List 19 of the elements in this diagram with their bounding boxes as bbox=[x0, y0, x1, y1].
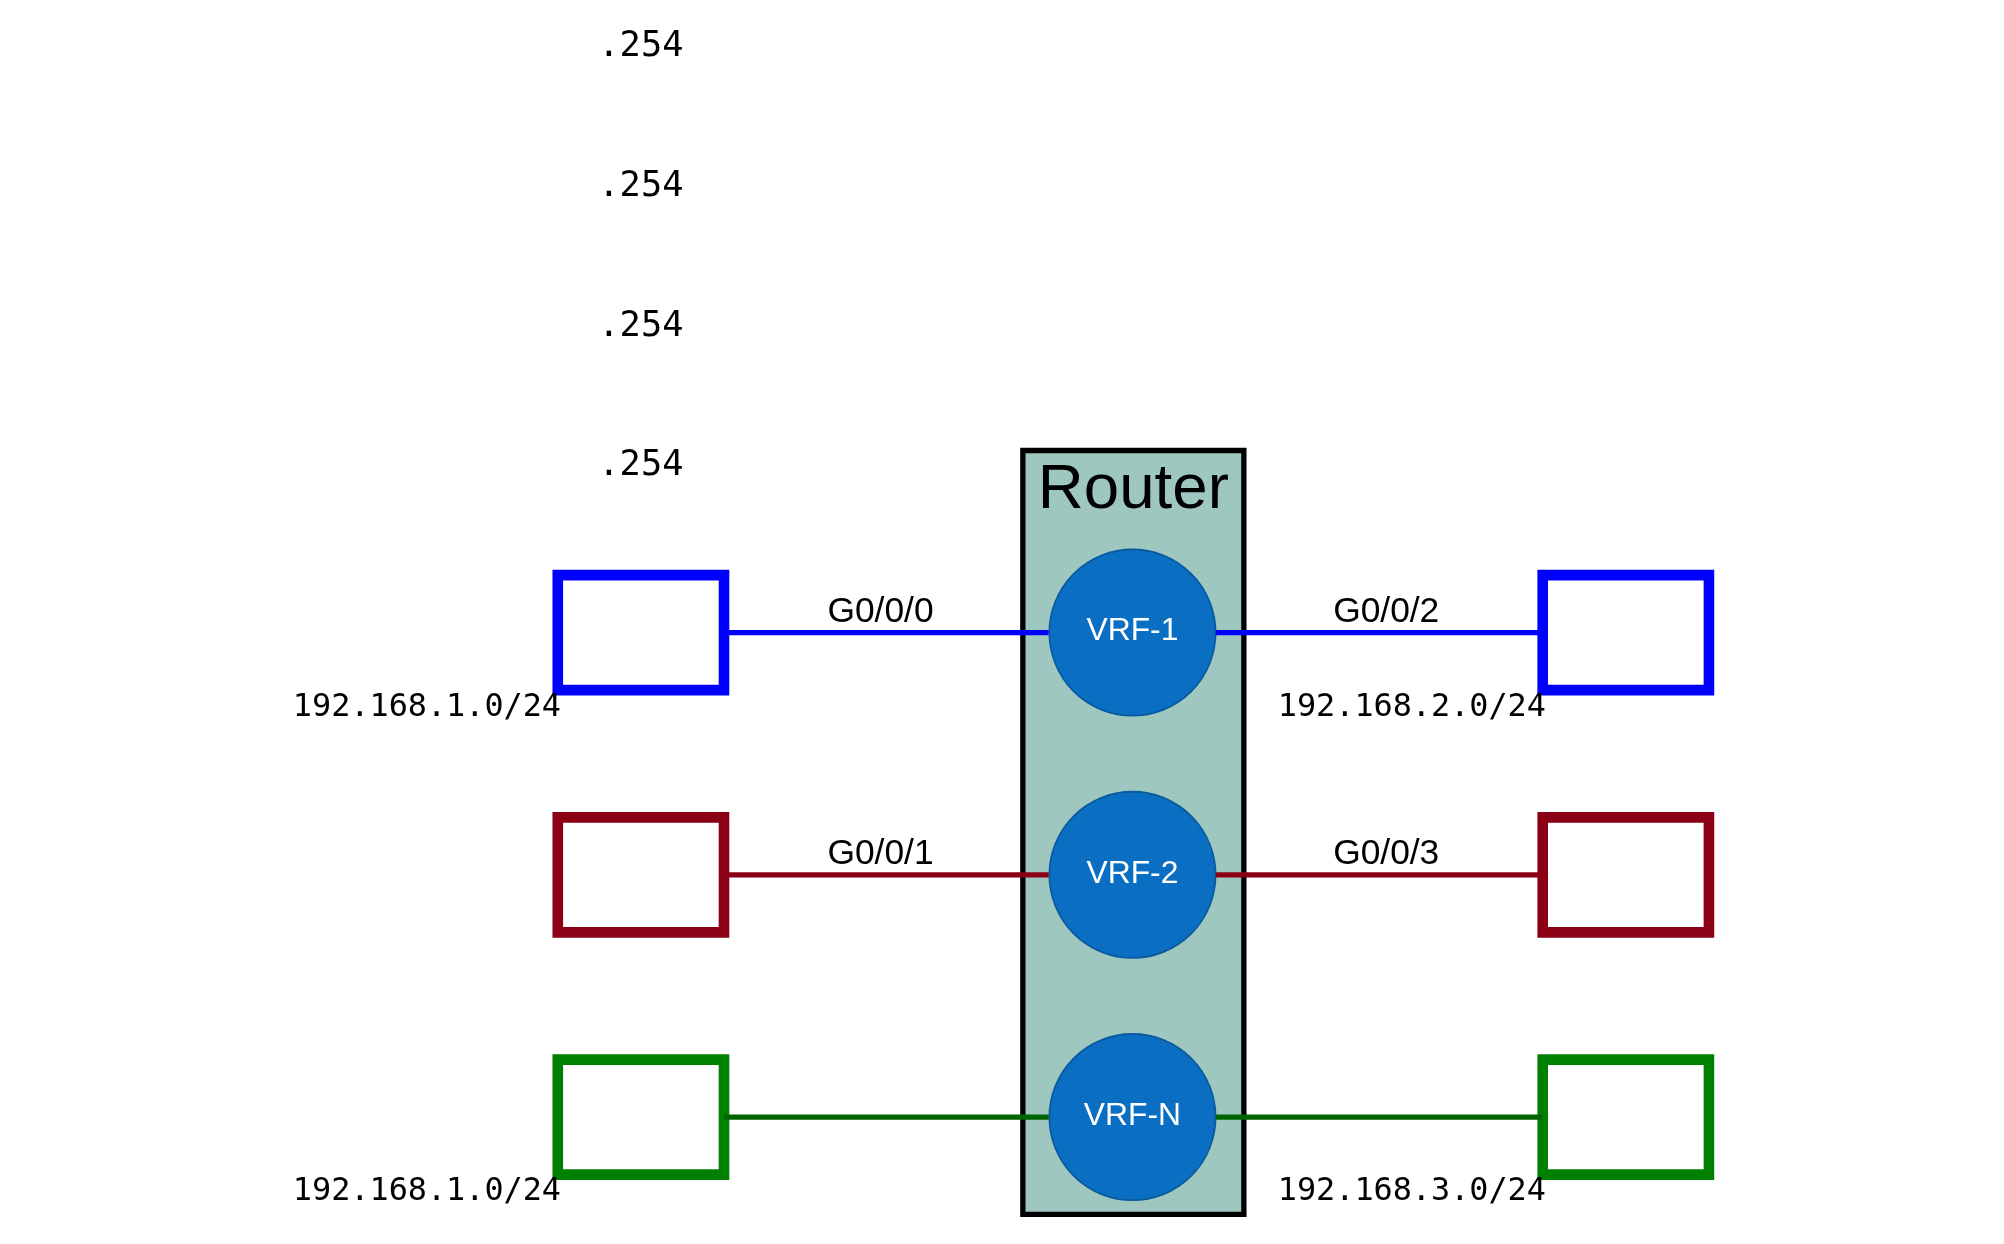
label: .254 bbox=[597, 302, 683, 344]
label: .254 bbox=[597, 23, 683, 65]
node-circle: VRF-N bbox=[1047, 1033, 1216, 1202]
node-box bbox=[551, 812, 729, 938]
node-circle: VRF-2 bbox=[1047, 790, 1216, 959]
node-box bbox=[1536, 812, 1714, 938]
connector bbox=[1215, 1114, 1542, 1120]
edge-label: G0/0/2 bbox=[1332, 590, 1439, 629]
label: .254 bbox=[597, 442, 683, 484]
node-label: 192.168.3.0/24 bbox=[1277, 1170, 1546, 1209]
node-label: 192.168.1.0/24 bbox=[292, 1170, 561, 1209]
node-circle: VRF-1 bbox=[1047, 548, 1216, 717]
node-label: 192.168.2.0/24 bbox=[1277, 685, 1546, 724]
label: .254 bbox=[597, 162, 683, 204]
edge-label: G0/0/3 bbox=[1332, 832, 1439, 872]
edge-label: G0/0/1 bbox=[826, 832, 934, 872]
edge-label: G0/0/0 bbox=[826, 590, 934, 629]
connector bbox=[723, 1114, 1049, 1120]
node-label: 192.168.1.0/24 bbox=[292, 685, 561, 724]
